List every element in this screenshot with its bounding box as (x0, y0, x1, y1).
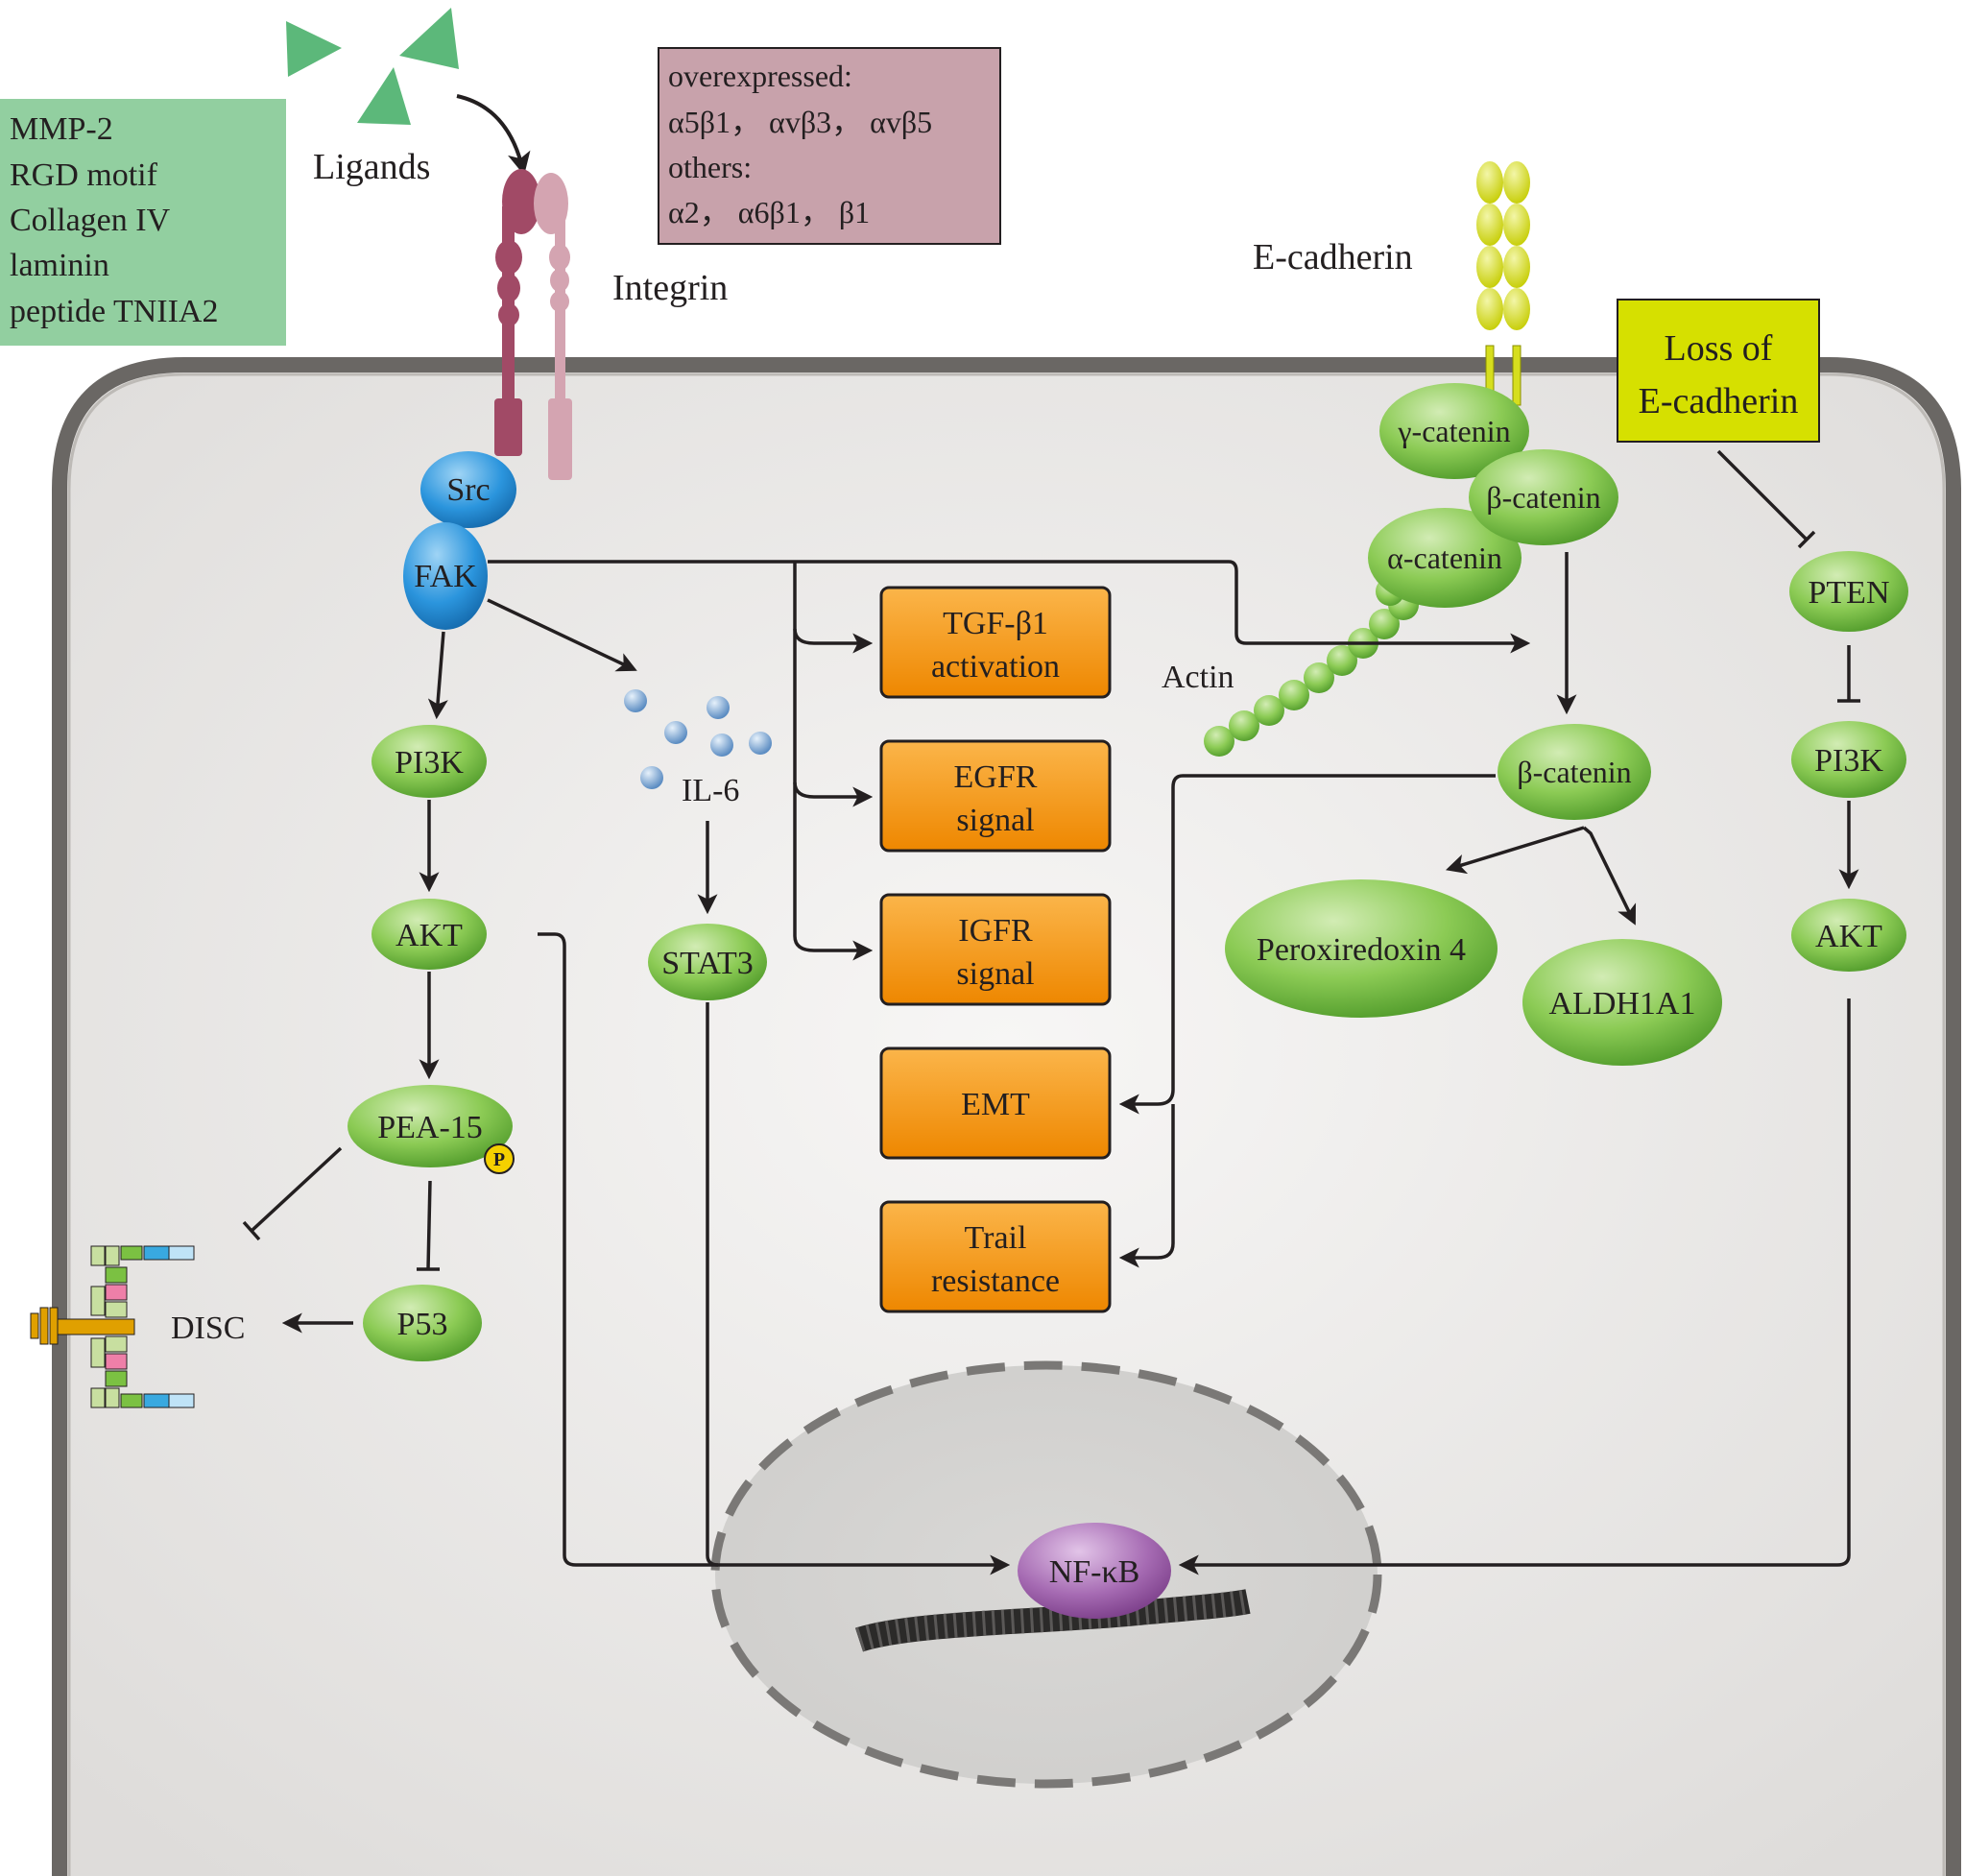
e-cadherin-receptor (1476, 161, 1530, 406)
outcome-emt-line-1: EMT (961, 1087, 1030, 1122)
ligand-triangle-icon (399, 8, 459, 69)
integrin-box-line-2: α5β1， αvβ3， αvβ5 (668, 105, 932, 139)
beta-catenin-top-node (1469, 449, 1618, 545)
pi3k-right-label: PI3K (1814, 743, 1883, 779)
aldh1a1-label: ALDH1A1 (1549, 986, 1696, 1022)
pi3k-left-node (371, 725, 487, 798)
outcome-igfr-line-1: IGFR (958, 913, 1033, 949)
p53-label: P53 (397, 1307, 448, 1342)
ligands-label: Ligands (313, 147, 430, 187)
outcome-tgf-line-1: TGF-β1 (943, 606, 1048, 641)
outcome-trail-line-1: Trail (965, 1220, 1027, 1256)
outcome-igfr-box: IGFR signal (879, 893, 1112, 1006)
akt-right-node (1791, 899, 1906, 972)
integrin-box-line-1: overexpressed: (668, 59, 852, 93)
outcome-trail-line-2: resistance (931, 1263, 1060, 1299)
stat3-label: STAT3 (661, 946, 754, 981)
phosphate-label: P (493, 1149, 505, 1170)
pi3k-left-label: PI3K (395, 745, 464, 781)
alpha-catenin-label: α-catenin (1387, 541, 1502, 575)
phosphate-icon (484, 1143, 515, 1174)
outcome-trail-resistance-box: Trail resistance (879, 1200, 1112, 1313)
stat3-node (648, 924, 767, 1000)
ligand-binding-arrow (456, 94, 531, 176)
pathway-connectors (242, 449, 1860, 1575)
peroxiredoxin-label: Peroxiredoxin 4 (1257, 932, 1466, 968)
outcome-tgf-beta1-box: TGF-β1 activation (879, 586, 1112, 699)
alpha-catenin-node (1368, 508, 1522, 608)
p53-node (363, 1285, 482, 1361)
nfkb-label: NF-κB (1049, 1554, 1140, 1590)
integrin-box-line-3: others: (668, 150, 752, 184)
actin-label: Actin (1162, 660, 1234, 695)
ligand-list-box (0, 99, 286, 346)
integrin-label: Integrin (612, 268, 728, 308)
loss-box-line-1: Loss of (1665, 328, 1773, 369)
ligand-list-line-2: RGD motif (10, 157, 158, 193)
ligand-triangle-icon (286, 21, 342, 77)
nfkb-node (1018, 1523, 1171, 1619)
pten-label: PTEN (1809, 575, 1890, 611)
fak-node (403, 522, 488, 630)
pea15-node (347, 1085, 513, 1167)
il6-cytokine-icon (624, 689, 772, 789)
ligand-list-line-5: peptide TNIIA2 (10, 294, 218, 329)
akt-left-node (371, 899, 487, 970)
gamma-catenin-label: γ-catenin (1397, 414, 1510, 448)
ligand-list-line-4: laminin (10, 248, 109, 283)
integrin-box-line-4: α2， α6β1， β1 (668, 195, 870, 229)
ligand-triangle-icon (357, 67, 411, 125)
beta-catenin-mid-label: β-catenin (1517, 755, 1631, 789)
akt-right-label: AKT (1815, 919, 1882, 954)
outcome-egfr-line-1: EGFR (954, 759, 1038, 795)
integrin-subtypes-box (658, 47, 1001, 245)
outcome-egfr-box: EGFR signal (879, 739, 1112, 853)
src-label: Src (446, 472, 490, 508)
akt-left-label: AKT (395, 918, 463, 953)
disc-complex-icon (30, 1245, 195, 1408)
loss-box-line-2: E-cadherin (1639, 381, 1799, 421)
integrin-receptor (494, 169, 572, 480)
peroxiredoxin-node (1225, 879, 1498, 1018)
outcome-igfr-line-2: signal (956, 956, 1034, 992)
e-cadherin-label: E-cadherin (1253, 237, 1413, 277)
fak-label: FAK (414, 559, 477, 594)
ligand-list-line-3: Collagen IV (10, 203, 171, 238)
gamma-catenin-node (1379, 383, 1529, 479)
il6-label: IL-6 (682, 773, 739, 808)
aldh1a1-node (1522, 939, 1722, 1066)
outcome-egfr-line-2: signal (956, 803, 1034, 838)
pea15-label: PEA-15 (377, 1110, 483, 1145)
loss-of-e-cadherin-box (1617, 299, 1820, 443)
pi3k-right-node (1791, 721, 1906, 798)
beta-catenin-mid-node (1498, 724, 1651, 820)
disc-label: DISC (171, 1311, 245, 1346)
outcome-emt-box: EMT (879, 1046, 1112, 1160)
src-node (420, 451, 516, 528)
pten-node (1789, 551, 1908, 632)
ligand-list-line-1: MMP-2 (10, 111, 113, 147)
outcome-tgf-line-2: activation (931, 649, 1060, 685)
beta-catenin-top-label: β-catenin (1486, 480, 1600, 515)
